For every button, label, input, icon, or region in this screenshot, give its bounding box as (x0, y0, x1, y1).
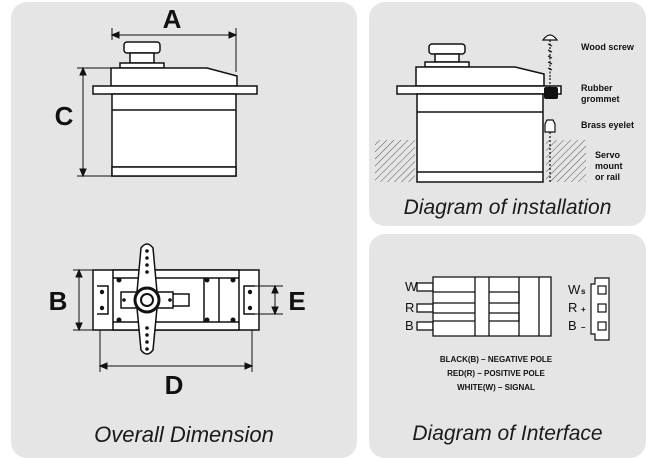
installation-drawing: Wood screw Rubber grommet Brass eyelet S… (375, 34, 635, 184)
dimension-e-label: E (288, 286, 305, 316)
wire-w-label: W (405, 279, 418, 294)
wood-screw-label: Wood screw (581, 42, 635, 52)
servo-mount-line1: Servo (595, 150, 621, 160)
dimension-d-label: D (165, 370, 184, 400)
dimension-b-label: B (49, 286, 68, 316)
interface-panel: W R B W s R + B – BLACK(B) – NEGATIVE PO… (369, 234, 646, 458)
overall-dimension-panel: A C (11, 2, 357, 458)
legend-red: RED(R) – POSITIVE POLE (447, 369, 545, 378)
interface-caption: Diagram of Interface (412, 422, 603, 445)
brass-eyelet-label: Brass eyelet (581, 120, 634, 130)
rubber-label-line1: Rubber (581, 83, 613, 93)
rubber-grommet-icon (544, 87, 558, 99)
dimension-a (110, 28, 238, 72)
left-mount-rail (375, 140, 415, 182)
installation-servo (396, 43, 562, 183)
dimension-c (77, 66, 112, 178)
pin-r-label: R (568, 300, 577, 315)
dimension-a-label: A (163, 4, 182, 34)
pin-w-label: W (568, 282, 581, 297)
top-view-holes (99, 249, 253, 351)
dimension-b (73, 268, 93, 332)
connector-receptacle (590, 277, 610, 341)
dimension-d (98, 330, 254, 372)
servo-mount-line3: or rail (595, 172, 620, 182)
servo-mount-line2: mount (595, 161, 623, 171)
dimension-drawing: A C (49, 4, 306, 400)
legend-white: WHITE(W) – SIGNAL (457, 383, 535, 392)
dimension-e (255, 284, 283, 316)
interface-drawing: W R B W s R + B – BLACK(B) – NEGATIVE PO… (405, 276, 610, 392)
wire-b-label: B (405, 318, 414, 333)
pin-b-label: B (568, 318, 577, 333)
installation-caption: Diagram of installation (403, 196, 612, 219)
pin-negative-symbol: – (581, 323, 586, 332)
pin-positive-symbol: + (581, 305, 586, 314)
legend-black: BLACK(B) – NEGATIVE POLE (440, 355, 553, 364)
rubber-label-line2: grommet (581, 94, 620, 104)
connector-wires (416, 276, 552, 337)
dimension-c-label: C (55, 101, 74, 131)
wire-r-label: R (405, 300, 414, 315)
pin-signal-symbol: s (581, 287, 586, 296)
side-view-servo (92, 41, 258, 177)
installation-panel: Wood screw Rubber grommet Brass eyelet S… (369, 2, 646, 226)
right-mount-rail (546, 140, 586, 182)
overall-dimension-caption: Overall Dimension (94, 422, 274, 447)
top-view-servo (92, 243, 260, 355)
brass-eyelet-icon (544, 119, 556, 184)
